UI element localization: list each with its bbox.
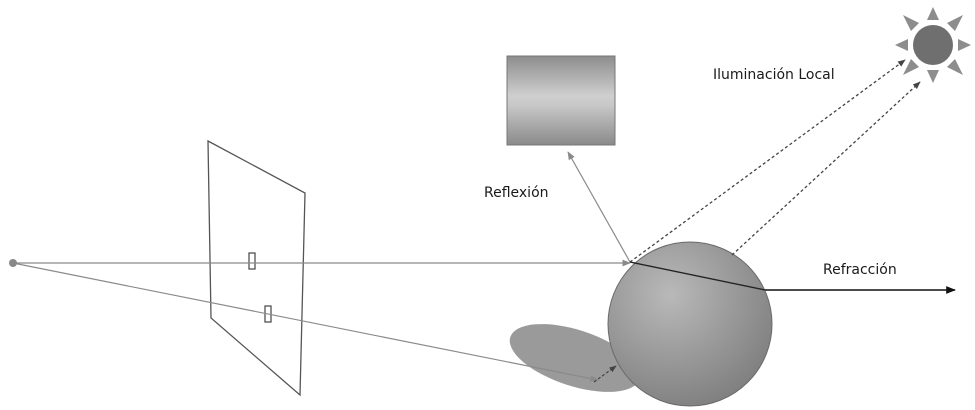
reflection-label: Reflexión xyxy=(484,185,549,201)
viewpoint-dot xyxy=(9,259,17,267)
light-ray-2 xyxy=(731,81,921,256)
image-plane xyxy=(207,139,306,397)
refraction-label: Refracción xyxy=(823,262,897,278)
reflection-ray xyxy=(567,151,631,263)
primary-ray-lower xyxy=(12,262,599,382)
local-illumination-label: Iluminación Local xyxy=(713,67,835,83)
sphere-shadow xyxy=(509,324,641,392)
sun-icon xyxy=(895,7,971,83)
pixel-upper xyxy=(248,252,256,270)
sphere xyxy=(607,241,773,407)
refraction-ray xyxy=(629,261,766,291)
reflected-object xyxy=(506,55,616,146)
shadow-ray xyxy=(593,365,617,383)
light-ray-1 xyxy=(629,59,906,263)
